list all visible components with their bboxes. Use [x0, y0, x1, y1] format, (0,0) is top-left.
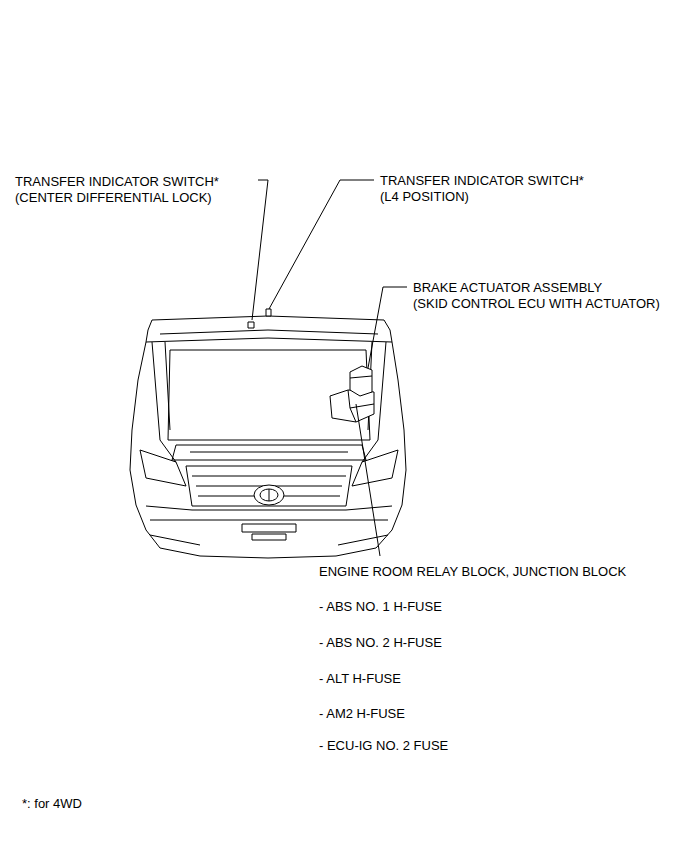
part-name: ENGINE ROOM RELAY BLOCK, JUNCTION BLOCK	[319, 564, 626, 579]
part-name: (CENTER DIFFERENTIAL LOCK)	[15, 190, 212, 205]
fuse-name: - AM2 H-FUSE	[319, 706, 405, 721]
part-name: (SKID CONTROL ECU WITH ACTUATOR)	[413, 296, 660, 311]
footnote: *: for 4WD	[22, 796, 82, 811]
fuse-name: - ECU-IG NO. 2 FUSE	[319, 738, 448, 753]
fuse-name: - ALT H-FUSE	[319, 671, 401, 686]
fuse-name: - ABS NO. 2 H-FUSE	[319, 635, 442, 650]
part-name: BRAKE ACTUATOR ASSEMBLY	[413, 280, 602, 295]
part-name: TRANSFER INDICATOR SWITCH*	[380, 173, 584, 188]
fuse-name: - ABS NO. 1 H-FUSE	[319, 599, 442, 614]
leader-line	[252, 180, 407, 556]
part-name: TRANSFER INDICATOR SWITCH*	[15, 174, 219, 189]
part-name: (L4 POSITION)	[380, 189, 469, 204]
